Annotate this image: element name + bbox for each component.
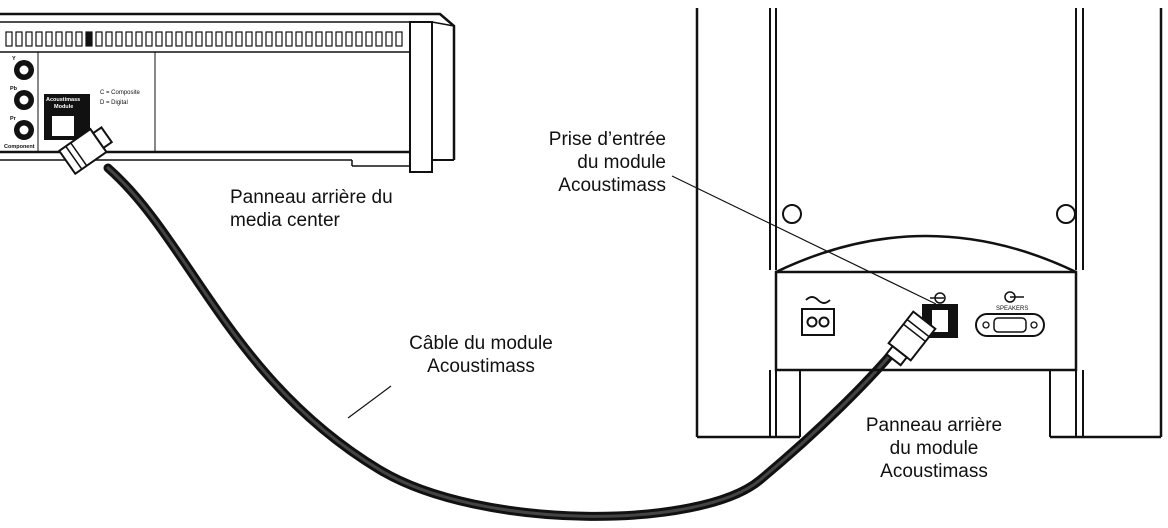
acoustimass-module-back bbox=[695, 8, 1163, 439]
media-center-back-panel: Y Pb Pr Component Acoustimass Module C =… bbox=[0, 12, 456, 176]
module-panel-callout: Panneau arrière du module Acoustimass bbox=[834, 414, 1034, 483]
component-label: Component bbox=[4, 144, 35, 150]
speakers-label: SPEAKERS bbox=[996, 306, 1028, 312]
legend-digital: D = Digital bbox=[100, 100, 128, 106]
jack-label-y: Y bbox=[12, 56, 16, 62]
jack-label-pr: Pr bbox=[10, 116, 17, 122]
jack-label-pb: Pb bbox=[10, 86, 18, 92]
media-center-panel-line1: Panneau arrière du bbox=[230, 187, 393, 208]
module-panel-line3: Acoustimass bbox=[880, 461, 988, 482]
module-panel-line2: du module bbox=[889, 438, 979, 459]
input-jack-line2: du module bbox=[577, 152, 666, 173]
acoustimass-label-line1: Acoustimass bbox=[46, 97, 80, 103]
input-jack-line3: Acoustimass bbox=[558, 175, 666, 196]
media-center-panel-line2: media center bbox=[230, 210, 340, 231]
cable-line2: Acoustimass bbox=[427, 356, 535, 377]
cable-callout: Câble du module Acoustimass bbox=[386, 332, 576, 378]
speaker-output-icon bbox=[1004, 291, 1024, 303]
cable-line1: Câble du module bbox=[409, 333, 553, 354]
acoustimass-label-line2: Module bbox=[54, 104, 73, 110]
input-jack-line1: Prise d’entrée bbox=[548, 129, 666, 150]
legend-composite: C = Composite bbox=[100, 90, 141, 96]
component-jacks bbox=[14, 60, 34, 140]
module-plug bbox=[885, 310, 937, 367]
media-center-panel-callout: Panneau arrière du media center bbox=[230, 186, 393, 232]
input-jack-leader bbox=[671, 175, 937, 305]
vent-slots bbox=[5, 31, 403, 47]
module-panel-line1: Panneau arrière bbox=[865, 415, 1003, 436]
input-arrow-icon bbox=[930, 292, 946, 304]
media-center-plug bbox=[57, 126, 114, 176]
ac-power-icon bbox=[801, 296, 835, 336]
cable-leader bbox=[347, 385, 392, 419]
input-jack-callout: Prise d’entrée du module Acoustimass bbox=[506, 128, 666, 197]
speakers-output: SPEAKERS bbox=[975, 291, 1045, 337]
